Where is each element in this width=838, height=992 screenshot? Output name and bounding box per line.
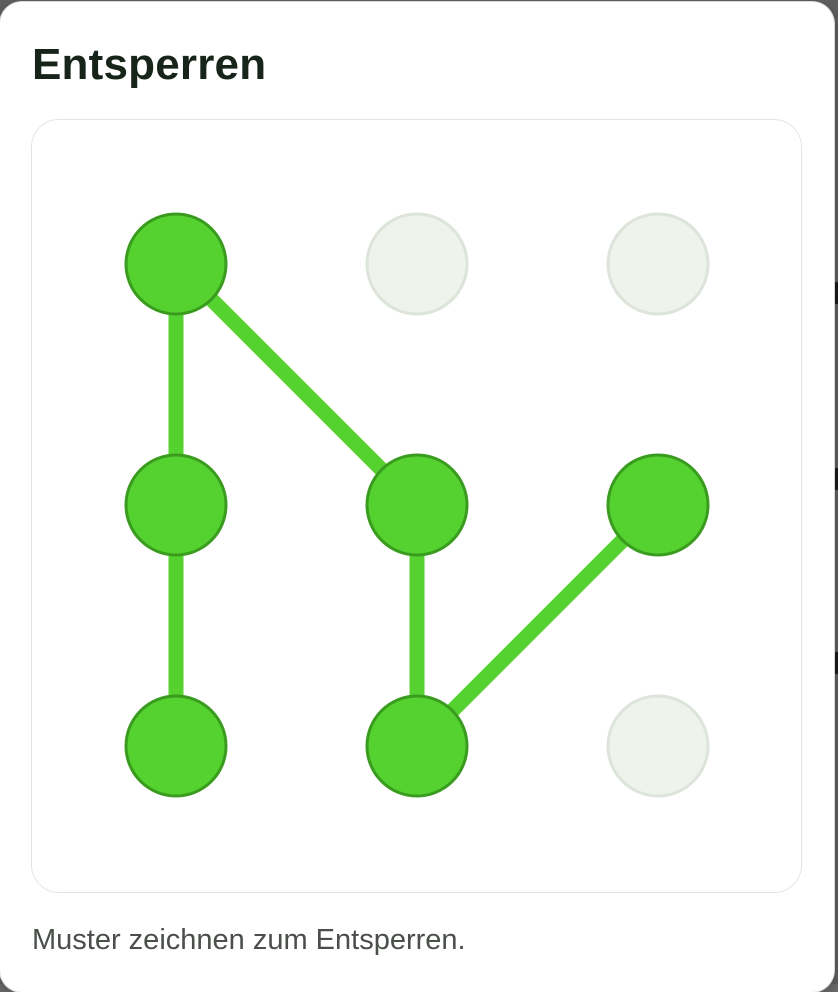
background-content-edge bbox=[830, 0, 838, 984]
pattern-dot-selected[interactable] bbox=[124, 694, 228, 798]
pattern-dot[interactable] bbox=[606, 212, 710, 316]
edge-glyph bbox=[835, 468, 838, 490]
pattern-dot-selected[interactable] bbox=[365, 453, 469, 557]
pattern-dot-selected[interactable] bbox=[365, 694, 469, 798]
pattern-dot[interactable] bbox=[365, 212, 469, 316]
pattern-dot-selected[interactable] bbox=[606, 453, 710, 557]
edge-glyph bbox=[835, 652, 838, 674]
pattern-segment bbox=[411, 499, 664, 752]
pattern-dot[interactable] bbox=[606, 694, 710, 798]
edge-glyph bbox=[835, 282, 838, 304]
instruction-text: Muster zeichnen zum Entsperren. bbox=[32, 924, 466, 956]
pattern-canvas[interactable] bbox=[32, 120, 801, 892]
pattern-lock-pad[interactable] bbox=[31, 119, 802, 893]
dialog-title: Entsperren bbox=[32, 40, 267, 89]
pattern-dot-selected[interactable] bbox=[124, 212, 228, 316]
pattern-segment bbox=[170, 258, 423, 511]
pattern-dot-selected[interactable] bbox=[124, 453, 228, 557]
